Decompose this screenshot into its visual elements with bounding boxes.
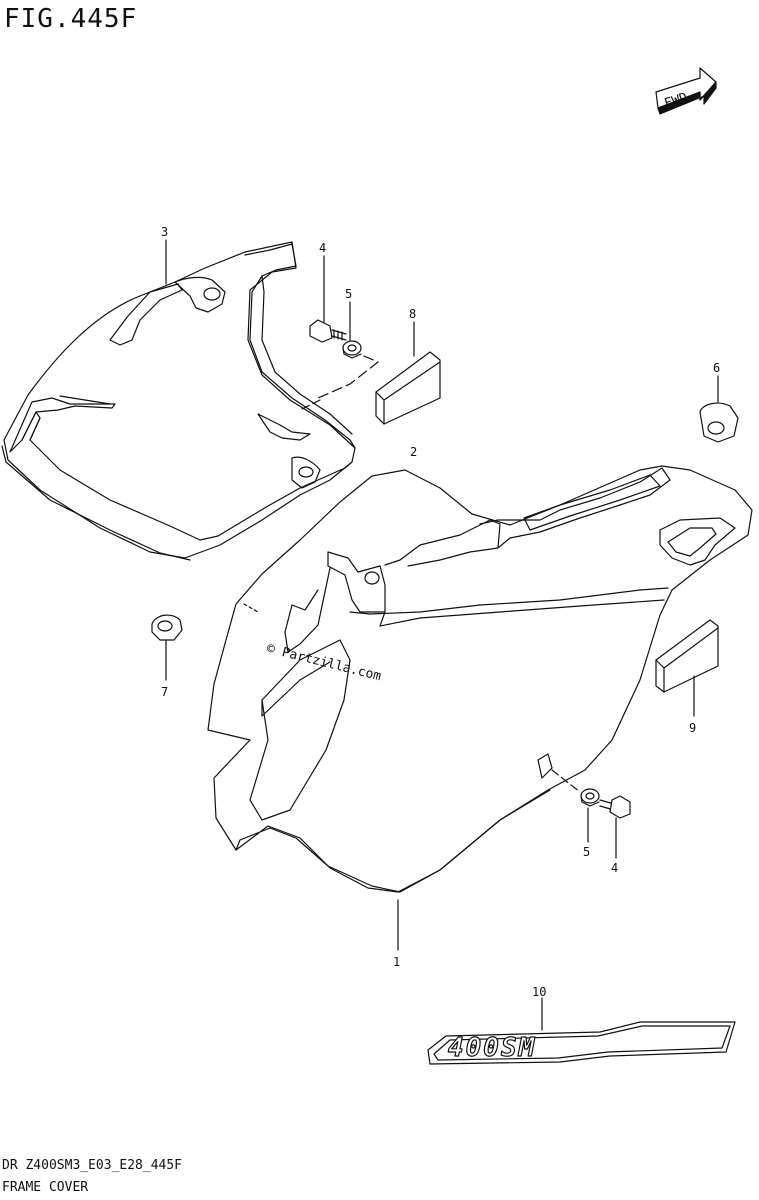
callout-1: 1 <box>393 955 400 969</box>
callout-5-lower: 5 <box>583 845 590 859</box>
part-5-washer-lower <box>580 788 600 807</box>
callout-8: 8 <box>409 307 416 321</box>
part-8-cushion-pad <box>375 351 441 425</box>
figure-code: DR Z400SM3_E03_E28_445F <box>2 1158 183 1173</box>
part-10-400sm-emblem: 400SM <box>427 1021 736 1065</box>
figure-name: FRAME COVER <box>2 1180 89 1195</box>
figure-title: FIG.445F <box>4 4 138 34</box>
part-4-bolt-lower <box>599 795 631 819</box>
callout-4-lower: 4 <box>611 861 618 875</box>
part-4-bolt-upper <box>309 319 347 343</box>
part-3-frame-cover-left <box>1 241 356 561</box>
callout-7: 7 <box>161 685 168 699</box>
callout-6: 6 <box>713 361 720 375</box>
callout-3: 3 <box>161 225 168 239</box>
part-7-grommet <box>151 614 183 641</box>
emblem-text: 400SM <box>448 1033 536 1063</box>
fwd-arrow-icon: FWD <box>655 67 717 115</box>
callout-9: 9 <box>689 721 696 735</box>
callout-4-upper: 4 <box>319 241 326 255</box>
callout-10: 10 <box>532 985 546 999</box>
callout-5-upper: 5 <box>345 287 352 301</box>
leader-lines <box>165 239 719 1031</box>
fwd-label: FWD <box>663 90 690 112</box>
part-9-cushion-pad <box>655 619 719 693</box>
part-6-grommet <box>699 402 739 443</box>
part-5-washer-upper <box>342 340 362 359</box>
callout-2: 2 <box>410 445 417 459</box>
part-1-frame-cover-right <box>207 465 753 893</box>
